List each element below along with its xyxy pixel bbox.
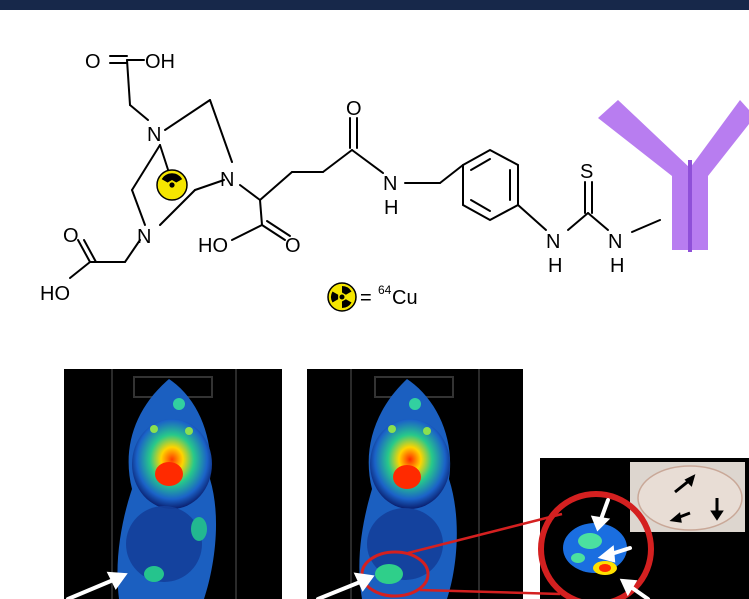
atom-h-thio2: H xyxy=(610,255,624,277)
atom-ho-acid: HO xyxy=(198,235,228,257)
pet-image-1 xyxy=(64,369,282,599)
atom-n-amide: N xyxy=(383,173,397,195)
pet-image-2 xyxy=(307,369,523,599)
atom-h-thio1: H xyxy=(548,255,562,277)
atom-o-left: O xyxy=(63,225,79,247)
atom-o-top: O xyxy=(85,51,101,73)
atom-n-top: N xyxy=(147,124,161,146)
ex-vivo-panel xyxy=(540,458,749,599)
atom-n-thio2: N xyxy=(608,231,622,253)
legend-mass-number: 64 xyxy=(378,283,392,297)
antibody-icon xyxy=(598,100,749,252)
atom-s-thio: S xyxy=(580,161,593,183)
chemical-structure: O OH N N N O HO HO O O N H S N H N H = 6… xyxy=(40,51,749,312)
radioactive-icon xyxy=(156,169,188,201)
atom-n-right: N xyxy=(220,169,234,191)
atom-o-acid: O xyxy=(285,235,301,257)
atom-h-amide: H xyxy=(384,197,398,219)
atom-n-bottom: N xyxy=(137,226,151,248)
atom-oh-top: OH xyxy=(145,51,175,73)
legend-element: Cu xyxy=(392,287,418,309)
atom-ho-left: HO xyxy=(40,283,70,305)
legend-equals: = xyxy=(360,287,372,309)
radioactive-legend-icon xyxy=(327,282,357,312)
atom-n-thio1: N xyxy=(546,231,560,253)
header-bar xyxy=(0,0,749,10)
atom-o-amide: O xyxy=(346,98,362,120)
